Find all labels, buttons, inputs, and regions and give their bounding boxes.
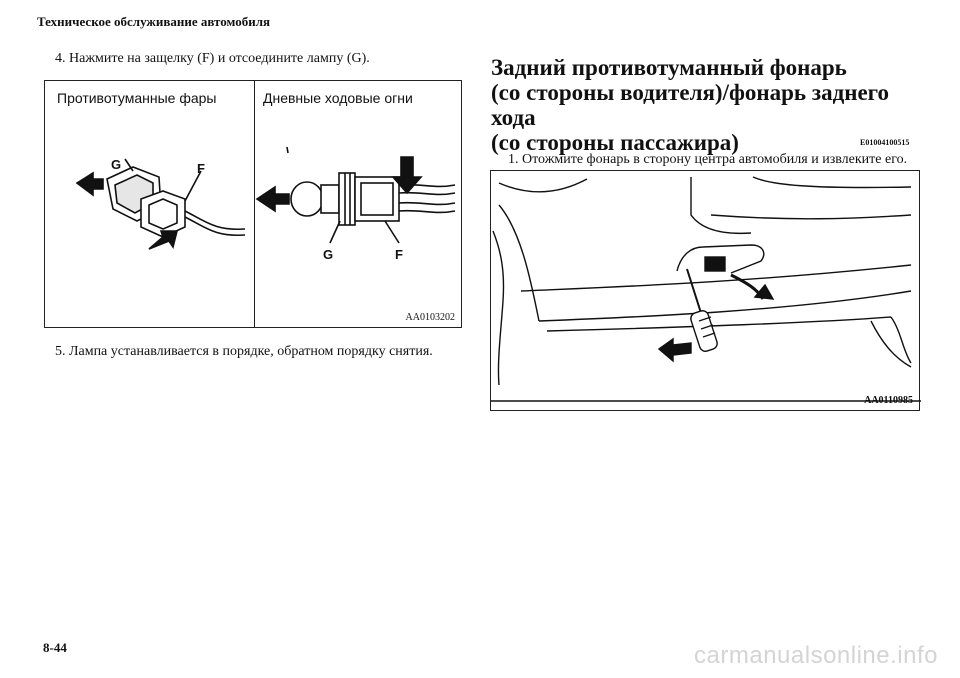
step-1-text: 1. Отожмите фонарь в сторону центра авто… (508, 152, 908, 167)
fog-label-f: F (197, 161, 205, 176)
push-latch-arrow-icon (148, 230, 179, 250)
fog-lamp-caption: Противотуманные фары (57, 90, 217, 106)
figure-code-left: AA0103202 (405, 312, 455, 323)
step-5-text: 5. Лампа устанавливается в порядке, обра… (55, 344, 433, 359)
rear-bumper-illustration (491, 176, 921, 402)
drl-socket-drawing (255, 146, 456, 244)
pull-direction-arrow-icon (657, 337, 692, 363)
title-line-1: Задний противотуманный фонарь (491, 55, 847, 80)
bumper-drawing (491, 176, 921, 402)
watermark-text: carmanualsonline.info (694, 642, 938, 669)
figure-divider (254, 81, 255, 327)
step-4-text: 4. Нажмите на защелку (F) и отсоедините … (55, 51, 370, 66)
page-number: 8-44 (43, 640, 67, 655)
rear-lamp-figure: AA0110985 (490, 170, 921, 411)
bulb-illustration: G F G F (75, 146, 456, 262)
press-latch-arrow-icon (391, 156, 423, 195)
pull-arrow-icon (75, 171, 104, 197)
drl-label-f: F (395, 247, 403, 262)
push-direction-arrow-icon (753, 283, 775, 300)
bulb-figure: Противотуманные фары Дневные ходовые огн… (44, 80, 462, 328)
title-line-3: (со стороны пассажира) (491, 130, 739, 155)
section-title: Задний противотуманный фонарь (со сторон… (491, 55, 931, 155)
drl-label-g: G (323, 247, 333, 262)
lamp-latch-marker (704, 256, 726, 272)
title-line-2: (со стороны водителя)/фонарь заднего ход… (491, 80, 890, 130)
page-header: Техническое обслуживание автомобиля (37, 14, 271, 29)
drl-caption: Дневные ходовые огни (263, 90, 413, 106)
fog-lamp-socket-drawing (75, 158, 246, 250)
remove-bulb-arrow-icon (255, 185, 290, 213)
figure-code-right: AA0110985 (864, 395, 913, 406)
section-code: E01004100515 (860, 138, 910, 147)
fog-label-g: G (111, 157, 121, 172)
